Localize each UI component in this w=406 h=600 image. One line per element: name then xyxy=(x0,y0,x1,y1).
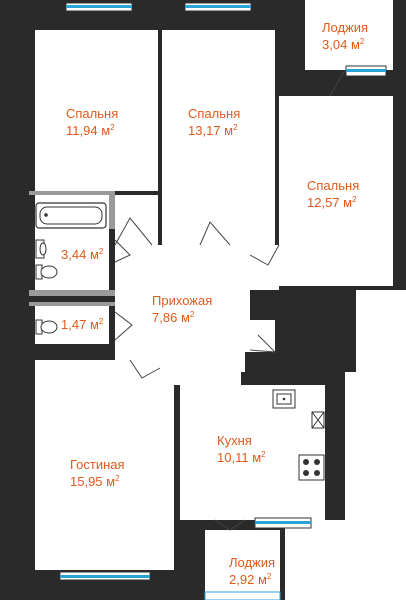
hall-kitchen-link xyxy=(180,360,245,390)
door-kitchen xyxy=(249,334,277,353)
hallway-name: Прихожая xyxy=(152,293,212,308)
room-floors xyxy=(35,0,393,600)
door-bedroom3 xyxy=(249,244,280,266)
kitchen-sink xyxy=(272,389,296,409)
door-loggia-top xyxy=(329,69,346,97)
door-bedroom1 xyxy=(114,217,153,246)
door-living xyxy=(129,359,161,379)
bathroom-walls xyxy=(29,191,115,306)
window-bedroom1 xyxy=(65,2,133,12)
kitchen-stove xyxy=(298,454,325,481)
door-swings xyxy=(114,69,346,531)
door-toilet xyxy=(114,311,133,341)
bedroom1-floor xyxy=(35,30,158,191)
window-loggia-bottom-edge xyxy=(204,591,281,600)
kitchen-area: 10,11 м2 xyxy=(217,450,266,465)
window-loggia-top xyxy=(345,65,387,77)
door-bath xyxy=(114,239,131,263)
bedroom3-floor xyxy=(279,96,393,286)
loggia-top-floor xyxy=(305,0,393,70)
bedroom3-name: Спальня xyxy=(307,178,359,193)
bedroom3-area: 12,57 м2 xyxy=(307,195,357,210)
window-bedroom2 xyxy=(184,2,252,12)
kitchen-floor xyxy=(180,385,325,520)
bedroom2-floor xyxy=(162,30,275,245)
bedroom2-name: Спальня xyxy=(188,106,240,121)
living-area: 15,95 м2 xyxy=(70,474,120,489)
room-labels: Спальня 11,94 м2 Спальня 13,17 м2 Лоджия… xyxy=(61,20,368,587)
loggia-top-area: 3,04 м2 xyxy=(322,37,365,52)
loggia-bottom-name: Лоджия xyxy=(229,555,275,570)
bedroom1-name: Спальня xyxy=(66,106,118,121)
windows xyxy=(59,2,387,600)
kitchen-cabinet xyxy=(311,411,325,429)
loggia-bottom-floor xyxy=(205,530,280,600)
window-living xyxy=(59,571,151,581)
bath-toilet xyxy=(35,264,58,280)
window-kitchen xyxy=(254,517,312,529)
bathtub xyxy=(35,202,107,229)
bath-sink xyxy=(35,239,47,259)
loggia-top-name: Лоджия xyxy=(322,20,368,35)
hallway-area: 7,86 м2 xyxy=(152,310,195,325)
living-name: Гостиная xyxy=(70,457,125,472)
bathroom-area: 3,44 м2 xyxy=(61,247,104,262)
loggia-bottom-area: 2,92 м2 xyxy=(229,572,272,587)
bedroom2-area: 13,17 м2 xyxy=(188,123,238,138)
hallway-floor xyxy=(115,195,279,385)
living-floor xyxy=(35,360,174,570)
kitchen-name: Кухня xyxy=(217,433,252,448)
door-kitchen-bottom xyxy=(214,519,246,531)
toilet-area: 1,47 м2 xyxy=(61,317,104,332)
wc-toilet xyxy=(35,319,58,335)
bedroom1-area: 11,94 м2 xyxy=(66,123,115,138)
door-bedroom2 xyxy=(199,221,231,246)
